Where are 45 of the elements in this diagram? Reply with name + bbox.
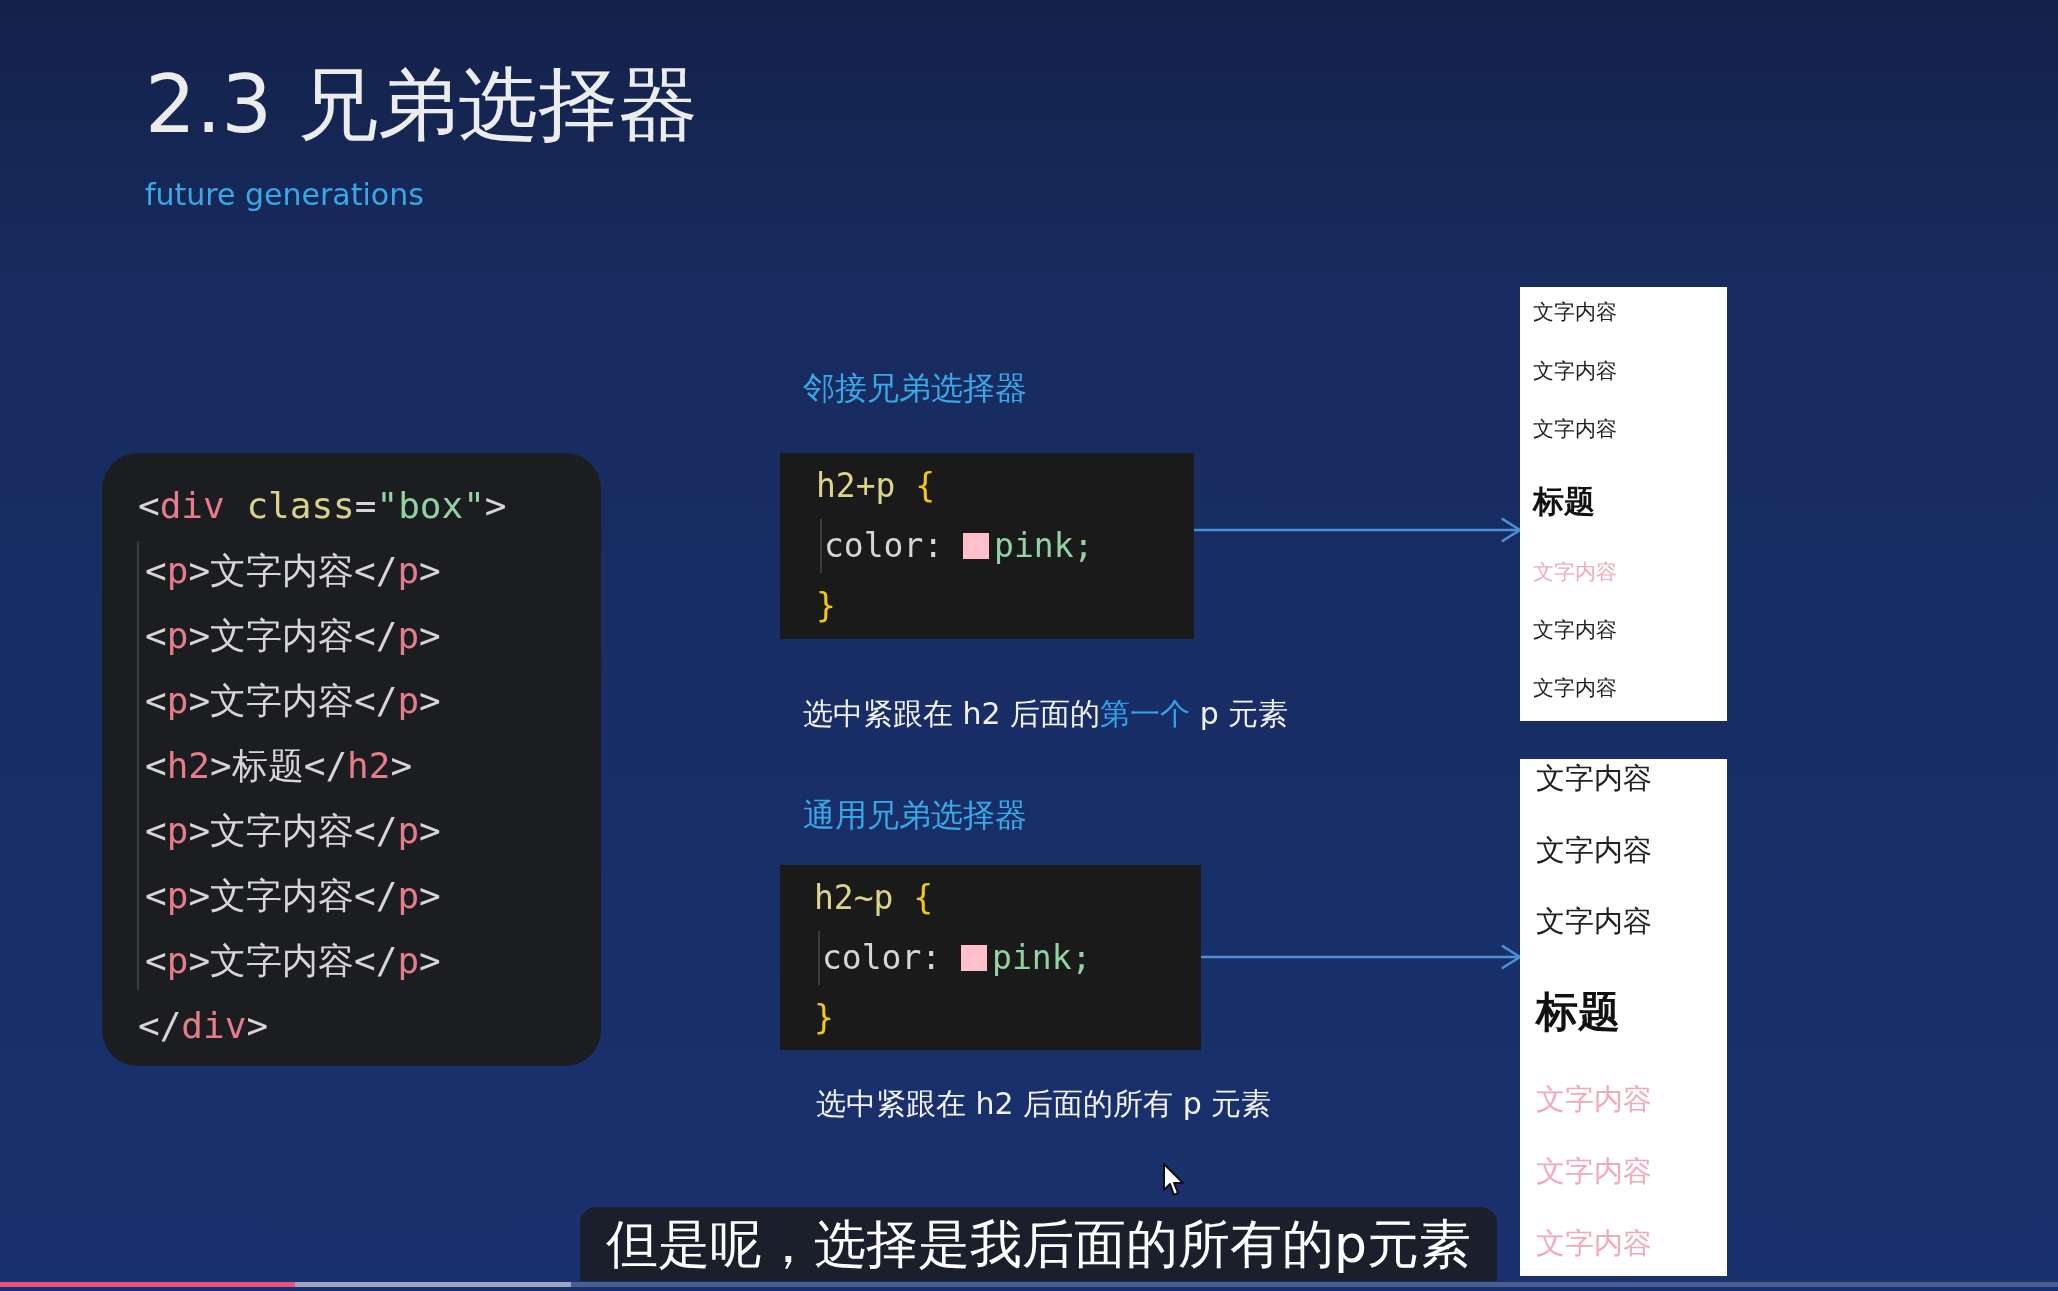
selected-paragraph-text: 文字内容 — [1533, 558, 1617, 586]
code-line: </div> — [138, 1004, 269, 1048]
paragraph-text: 文字内容 — [1533, 415, 1617, 443]
code-panel — [102, 453, 601, 1066]
paragraph-text: 文字内容 — [1533, 298, 1617, 326]
arrow — [1201, 944, 1522, 970]
code-text: pink; — [992, 937, 1092, 979]
code-line: <p>文字内容</p> — [145, 809, 441, 853]
code-line: h2~p { — [814, 877, 934, 919]
description-text: 选中紧跟在 h2 后面的第一个 p 元素 — [803, 695, 1289, 733]
code-block — [780, 453, 1194, 639]
paragraph-text: 文字内容 — [1536, 832, 1652, 869]
code-line: <p>文字内容</p> — [145, 939, 441, 983]
selected-paragraph-text: 文字内容 — [1536, 1225, 1652, 1262]
heading-text: 标题 — [1533, 482, 1595, 521]
selected-paragraph-text: 文字内容 — [1536, 1153, 1652, 1190]
slide-title: 2.3 兄弟选择器 — [145, 57, 698, 153]
code-text: color: — [824, 525, 945, 567]
code-line: <div class="box"> — [138, 484, 507, 528]
preview-panel — [1520, 759, 1727, 1276]
code-block — [780, 865, 1201, 1050]
paragraph-text: 文字内容 — [1533, 616, 1617, 644]
selected-paragraph-text: 文字内容 — [1536, 1081, 1652, 1118]
section-heading: 邻接兄弟选择器 — [803, 368, 1027, 409]
code-line: <p>文字内容</p> — [145, 614, 441, 658]
slide-subtitle: future generations — [145, 176, 424, 214]
preview-panel — [1520, 287, 1727, 721]
paragraph-text: 文字内容 — [1533, 357, 1617, 385]
video-subtitle: 但是呢，选择是我后面的所有的p元素 — [580, 1207, 1497, 1281]
code-line: h2+p { — [816, 465, 936, 507]
code-line: <p>文字内容</p> — [145, 549, 441, 593]
code-text: color: — [822, 937, 943, 979]
heading-text: 标题 — [1536, 985, 1620, 1038]
paragraph-text: 文字内容 — [1536, 760, 1652, 797]
paragraph-text: 文字内容 — [1536, 903, 1652, 940]
description-text: 选中紧跟在 h2 后面的所有 p 元素 — [816, 1085, 1272, 1123]
arrow — [1194, 517, 1522, 543]
section-heading: 通用兄弟选择器 — [803, 795, 1027, 836]
code-line: <p>文字内容</p> — [145, 874, 441, 918]
paragraph-text: 文字内容 — [1533, 674, 1617, 702]
code-line: } — [816, 585, 836, 627]
code-line: <h2>标题</h2> — [145, 744, 413, 788]
code-text: pink; — [994, 525, 1094, 567]
code-line: } — [814, 997, 834, 1039]
code-line: <p>文字内容</p> — [145, 679, 441, 723]
